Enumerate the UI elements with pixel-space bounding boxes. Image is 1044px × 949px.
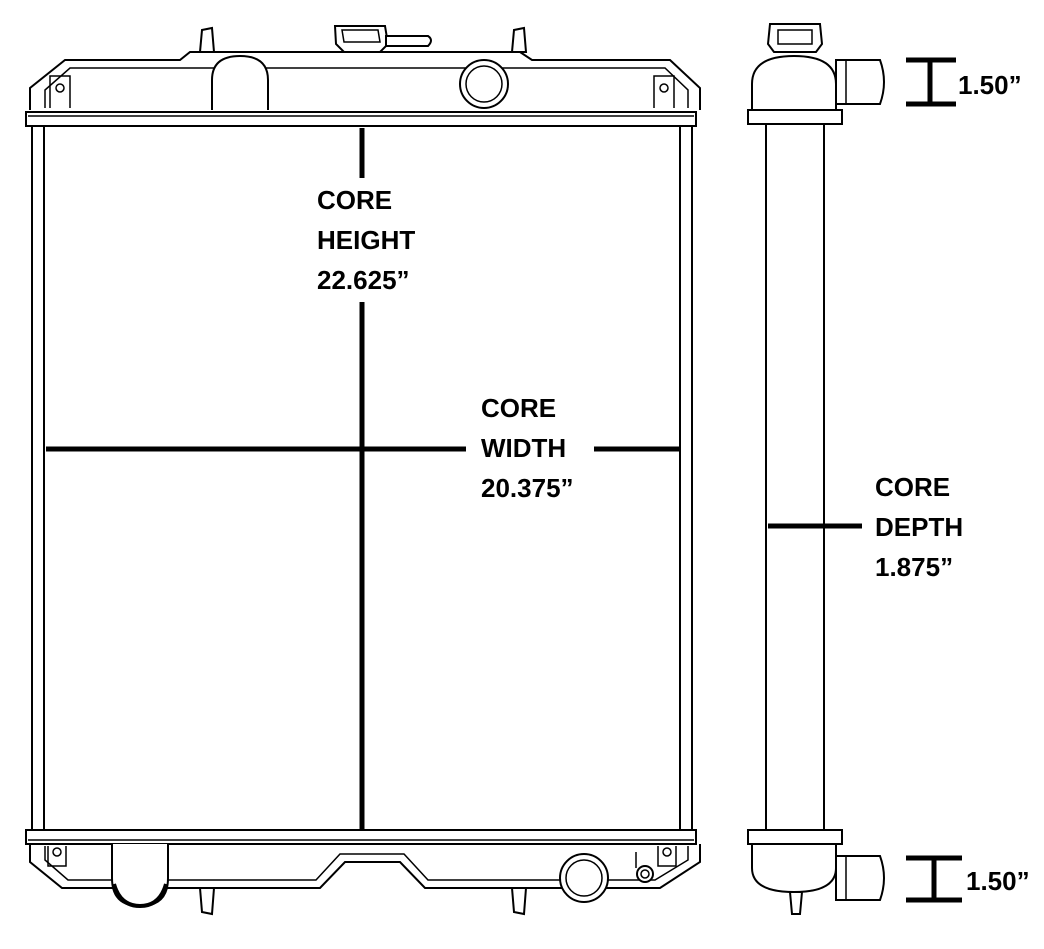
bottom-bracket-right-hole: [662, 847, 672, 857]
side-view: [747, 23, 962, 915]
side-bottom-plate: [747, 829, 843, 845]
top-header-plate: [25, 111, 697, 127]
side-cap: [766, 23, 824, 53]
overflow-tube: [385, 35, 432, 47]
side-core: [765, 123, 825, 831]
core-depth-label-line1: CORE: [875, 472, 950, 502]
core-depth-label-line2: DEPTH: [875, 512, 963, 542]
top-port-outer: [459, 59, 509, 109]
core-width-value: 20.375”: [481, 473, 574, 503]
filler-cap: [333, 25, 390, 53]
top-tank-inner: [44, 67, 689, 108]
side-top-tank: [751, 54, 837, 111]
top-bracket-left-hole: [55, 83, 65, 93]
front-view: [25, 25, 701, 916]
core-height-label-line1: CORE: [317, 185, 392, 215]
filler-cap-inner: [341, 29, 381, 43]
bottom-port-inner: [565, 859, 603, 897]
side-outlet-pipe: [835, 855, 885, 901]
bottom-post-left: [198, 887, 216, 916]
top-post-right: [510, 26, 528, 53]
top-bracket-right: [653, 75, 675, 108]
core-height-value: 22.625”: [317, 265, 410, 295]
outlet-size-label: 1.50”: [966, 866, 1030, 896]
core-height-label-line2: HEIGHT: [317, 225, 415, 255]
side-cap-top: [777, 29, 813, 45]
bottom-tank: [29, 844, 701, 889]
bottom-port-outer: [559, 853, 609, 903]
side-inlet-pipe: [835, 59, 885, 105]
top-port-inner: [465, 65, 503, 103]
bottom-header-plate: [25, 829, 697, 845]
top-tank: [29, 51, 701, 110]
bottom-post-right: [510, 887, 528, 916]
side-bottom-post: [788, 891, 804, 915]
side-bottom-tank: [751, 843, 837, 894]
top-post-left: [198, 26, 216, 53]
top-bracket-right-hole: [659, 83, 669, 93]
core-width-label-line2: WIDTH: [481, 433, 566, 463]
drain-petcock-inner: [640, 869, 650, 879]
outlet-dimension-marker: [906, 855, 962, 903]
inlet-dimension-marker: [906, 57, 956, 107]
top-bracket-left: [49, 75, 71, 108]
core-width-label-line1: CORE: [481, 393, 556, 423]
inlet-size-label: 1.50”: [958, 70, 1022, 100]
side-channel-right: [679, 125, 693, 831]
bottom-bracket-left-hole: [52, 847, 62, 857]
core-depth-value: 1.875”: [875, 552, 953, 582]
drain-petcock: [636, 865, 654, 883]
bottom-bracket-left: [47, 846, 67, 867]
bottom-bracket-right: [657, 846, 677, 867]
top-boss-left: [211, 54, 269, 110]
side-channel-left: [31, 125, 45, 831]
bottom-tank-inner: [44, 846, 689, 881]
side-top-plate: [747, 109, 843, 125]
bottom-boss-left-shadow: [112, 883, 168, 909]
